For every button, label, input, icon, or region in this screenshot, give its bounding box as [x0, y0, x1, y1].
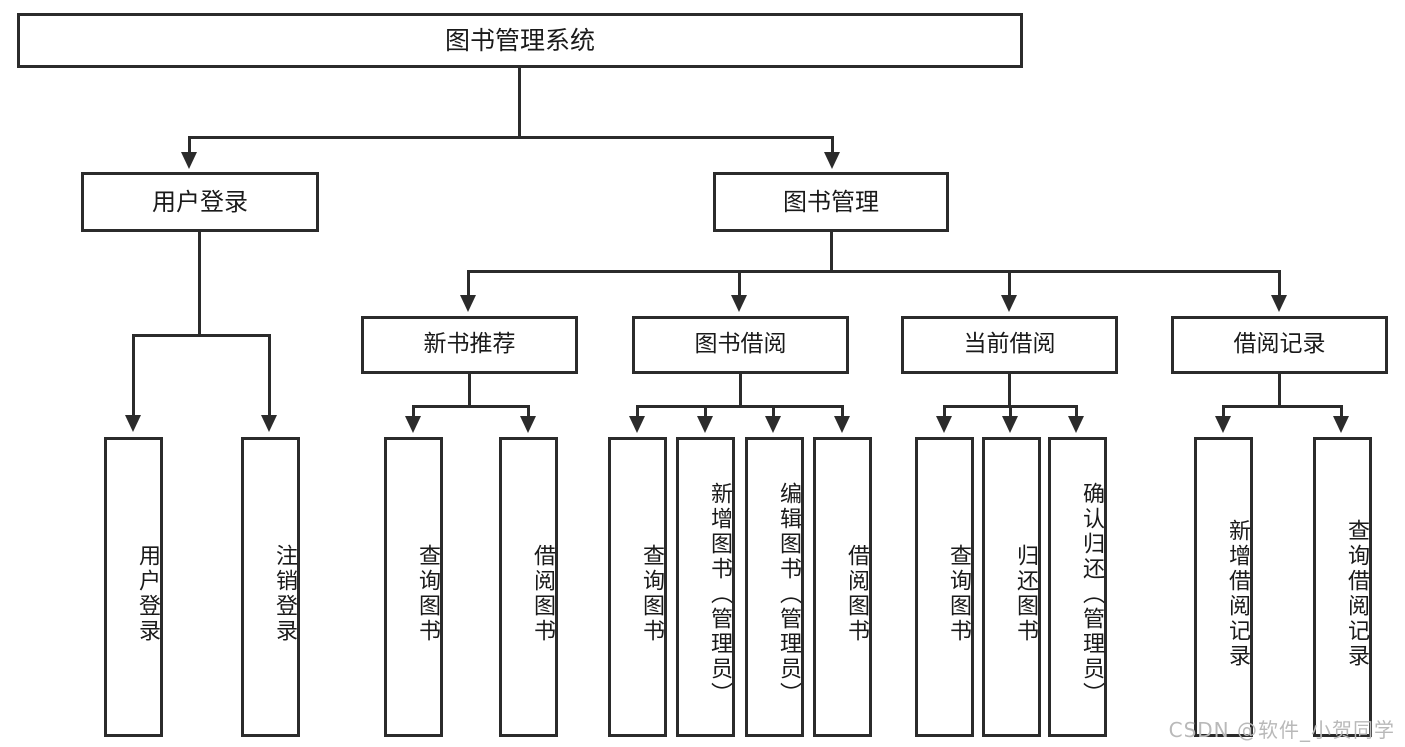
edge-book-mgmt-bus	[467, 270, 1281, 273]
node-label: 当前借阅	[963, 331, 1056, 358]
edge-user-login-stem	[198, 232, 201, 336]
leaf-user-login[interactable]: 用户登录	[104, 437, 163, 737]
node-label: 新书推荐	[423, 331, 516, 358]
edge-root-stem	[518, 68, 521, 138]
arrowhead-leaf-edit-book	[765, 416, 781, 433]
node-current-borrow[interactable]: 当前借阅	[901, 316, 1118, 374]
leaf-add-borrow-record[interactable]: 新增借阅记录	[1194, 437, 1253, 737]
edge-book-borrow-stem	[739, 374, 742, 407]
watermark-csdn: CSDN @软件_小贺同学	[1168, 718, 1395, 742]
node-label: 查询图书	[639, 544, 664, 644]
edge-user-login-bus	[132, 334, 270, 337]
arrowhead-book-borrow	[731, 295, 747, 312]
node-label: 查询图书	[946, 544, 971, 644]
node-root-system[interactable]: 图书管理系统	[17, 13, 1023, 68]
node-label: 查询图书	[415, 544, 440, 644]
arrowhead-leaf-query-record	[1333, 416, 1349, 433]
edge-book-borrow-child-1	[636, 405, 639, 419]
edge-book-borrow-bus	[636, 405, 844, 408]
edge-to-book-borrow	[738, 270, 741, 297]
leaf-query-book-borrow[interactable]: 查询图书	[608, 437, 667, 737]
leaf-query-book-current[interactable]: 查询图书	[915, 437, 974, 737]
node-label: 编辑图书（管理员）	[776, 481, 801, 707]
edge-book-borrow-child-2	[704, 405, 707, 419]
node-label: 注销登录	[272, 544, 297, 644]
edge-new-book-stem	[468, 374, 471, 407]
edge-root-to-user-login	[188, 136, 191, 156]
edge-new-book-child-1	[412, 405, 415, 419]
node-label: 新增借阅记录	[1225, 519, 1250, 669]
arrowhead-leaf-query-book-2	[629, 416, 645, 433]
leaf-edit-book-admin[interactable]: 编辑图书（管理员）	[745, 437, 804, 737]
edge-new-book-child-2	[527, 405, 530, 419]
leaf-query-book-newbook[interactable]: 查询图书	[384, 437, 443, 737]
edge-current-borrow-child-1	[943, 405, 946, 419]
arrowhead-leaf-borrow-book-1	[520, 416, 536, 433]
edge-borrow-record-child-2	[1340, 405, 1343, 419]
edge-current-borrow-child-2	[1009, 405, 1012, 419]
arrowhead-leaf-return-book	[1002, 416, 1018, 433]
arrowhead-book-mgmt	[824, 152, 840, 169]
arrowhead-leaf-add-record	[1215, 416, 1231, 433]
edge-current-borrow-stem	[1008, 374, 1011, 407]
arrowhead-leaf-confirm-return	[1068, 416, 1084, 433]
edge-book-borrow-child-4	[841, 405, 844, 419]
arrowhead-leaf-user-login	[125, 415, 141, 432]
arrowhead-leaf-query-book-3	[936, 416, 952, 433]
edge-to-new-book	[467, 270, 470, 297]
edge-root-to-book-mgmt	[831, 136, 834, 156]
edge-user-login-child-1	[132, 334, 135, 418]
node-label: 借阅图书	[844, 544, 869, 644]
leaf-logout[interactable]: 注销登录	[241, 437, 300, 737]
node-label: 新增图书（管理员）	[707, 481, 732, 707]
leaf-query-borrow-record[interactable]: 查询借阅记录	[1313, 437, 1372, 737]
leaf-add-book-admin[interactable]: 新增图书（管理员）	[676, 437, 735, 737]
edge-borrow-record-stem	[1278, 374, 1281, 407]
edge-borrow-record-child-1	[1222, 405, 1225, 419]
leaf-borrow-book-newbook[interactable]: 借阅图书	[499, 437, 558, 737]
edge-book-borrow-child-3	[772, 405, 775, 419]
edge-borrow-record-bus	[1222, 405, 1343, 408]
arrowhead-user-login	[181, 152, 197, 169]
node-book-management[interactable]: 图书管理	[713, 172, 949, 232]
arrowhead-borrow-record	[1271, 295, 1287, 312]
node-book-borrow[interactable]: 图书借阅	[632, 316, 849, 374]
edge-user-login-child-2	[268, 334, 271, 418]
arrowhead-leaf-query-book-1	[405, 416, 421, 433]
leaf-return-book[interactable]: 归还图书	[982, 437, 1041, 737]
arrowhead-leaf-logout	[261, 415, 277, 432]
node-label: 图书管理系统	[444, 25, 595, 55]
arrowhead-leaf-borrow-book-2	[834, 416, 850, 433]
node-label: 归还图书	[1013, 544, 1038, 644]
node-label: 用户登录	[152, 187, 248, 216]
edge-root-bus	[188, 136, 834, 139]
leaf-confirm-return-admin[interactable]: 确认归还（管理员）	[1048, 437, 1107, 737]
node-label: 借阅记录	[1233, 331, 1326, 358]
arrowhead-leaf-add-book	[697, 416, 713, 433]
arrowhead-current-borrow	[1001, 295, 1017, 312]
node-label: 图书借阅	[694, 331, 787, 358]
edge-current-borrow-child-3	[1075, 405, 1078, 419]
node-label: 查询借阅记录	[1344, 519, 1369, 669]
node-label: 确认归还（管理员）	[1079, 481, 1104, 707]
edge-to-borrow-record	[1278, 270, 1281, 297]
edge-new-book-bus	[412, 405, 530, 408]
node-label: 图书管理	[783, 187, 879, 216]
leaf-borrow-book[interactable]: 借阅图书	[813, 437, 872, 737]
edge-to-current-borrow	[1008, 270, 1011, 297]
node-label: 借阅图书	[530, 544, 555, 644]
node-new-book-recommend[interactable]: 新书推荐	[361, 316, 578, 374]
arrowhead-new-book	[460, 295, 476, 312]
node-label: 用户登录	[135, 544, 160, 644]
node-borrow-record[interactable]: 借阅记录	[1171, 316, 1388, 374]
edge-book-mgmt-stem	[830, 232, 833, 272]
node-user-login[interactable]: 用户登录	[81, 172, 319, 232]
